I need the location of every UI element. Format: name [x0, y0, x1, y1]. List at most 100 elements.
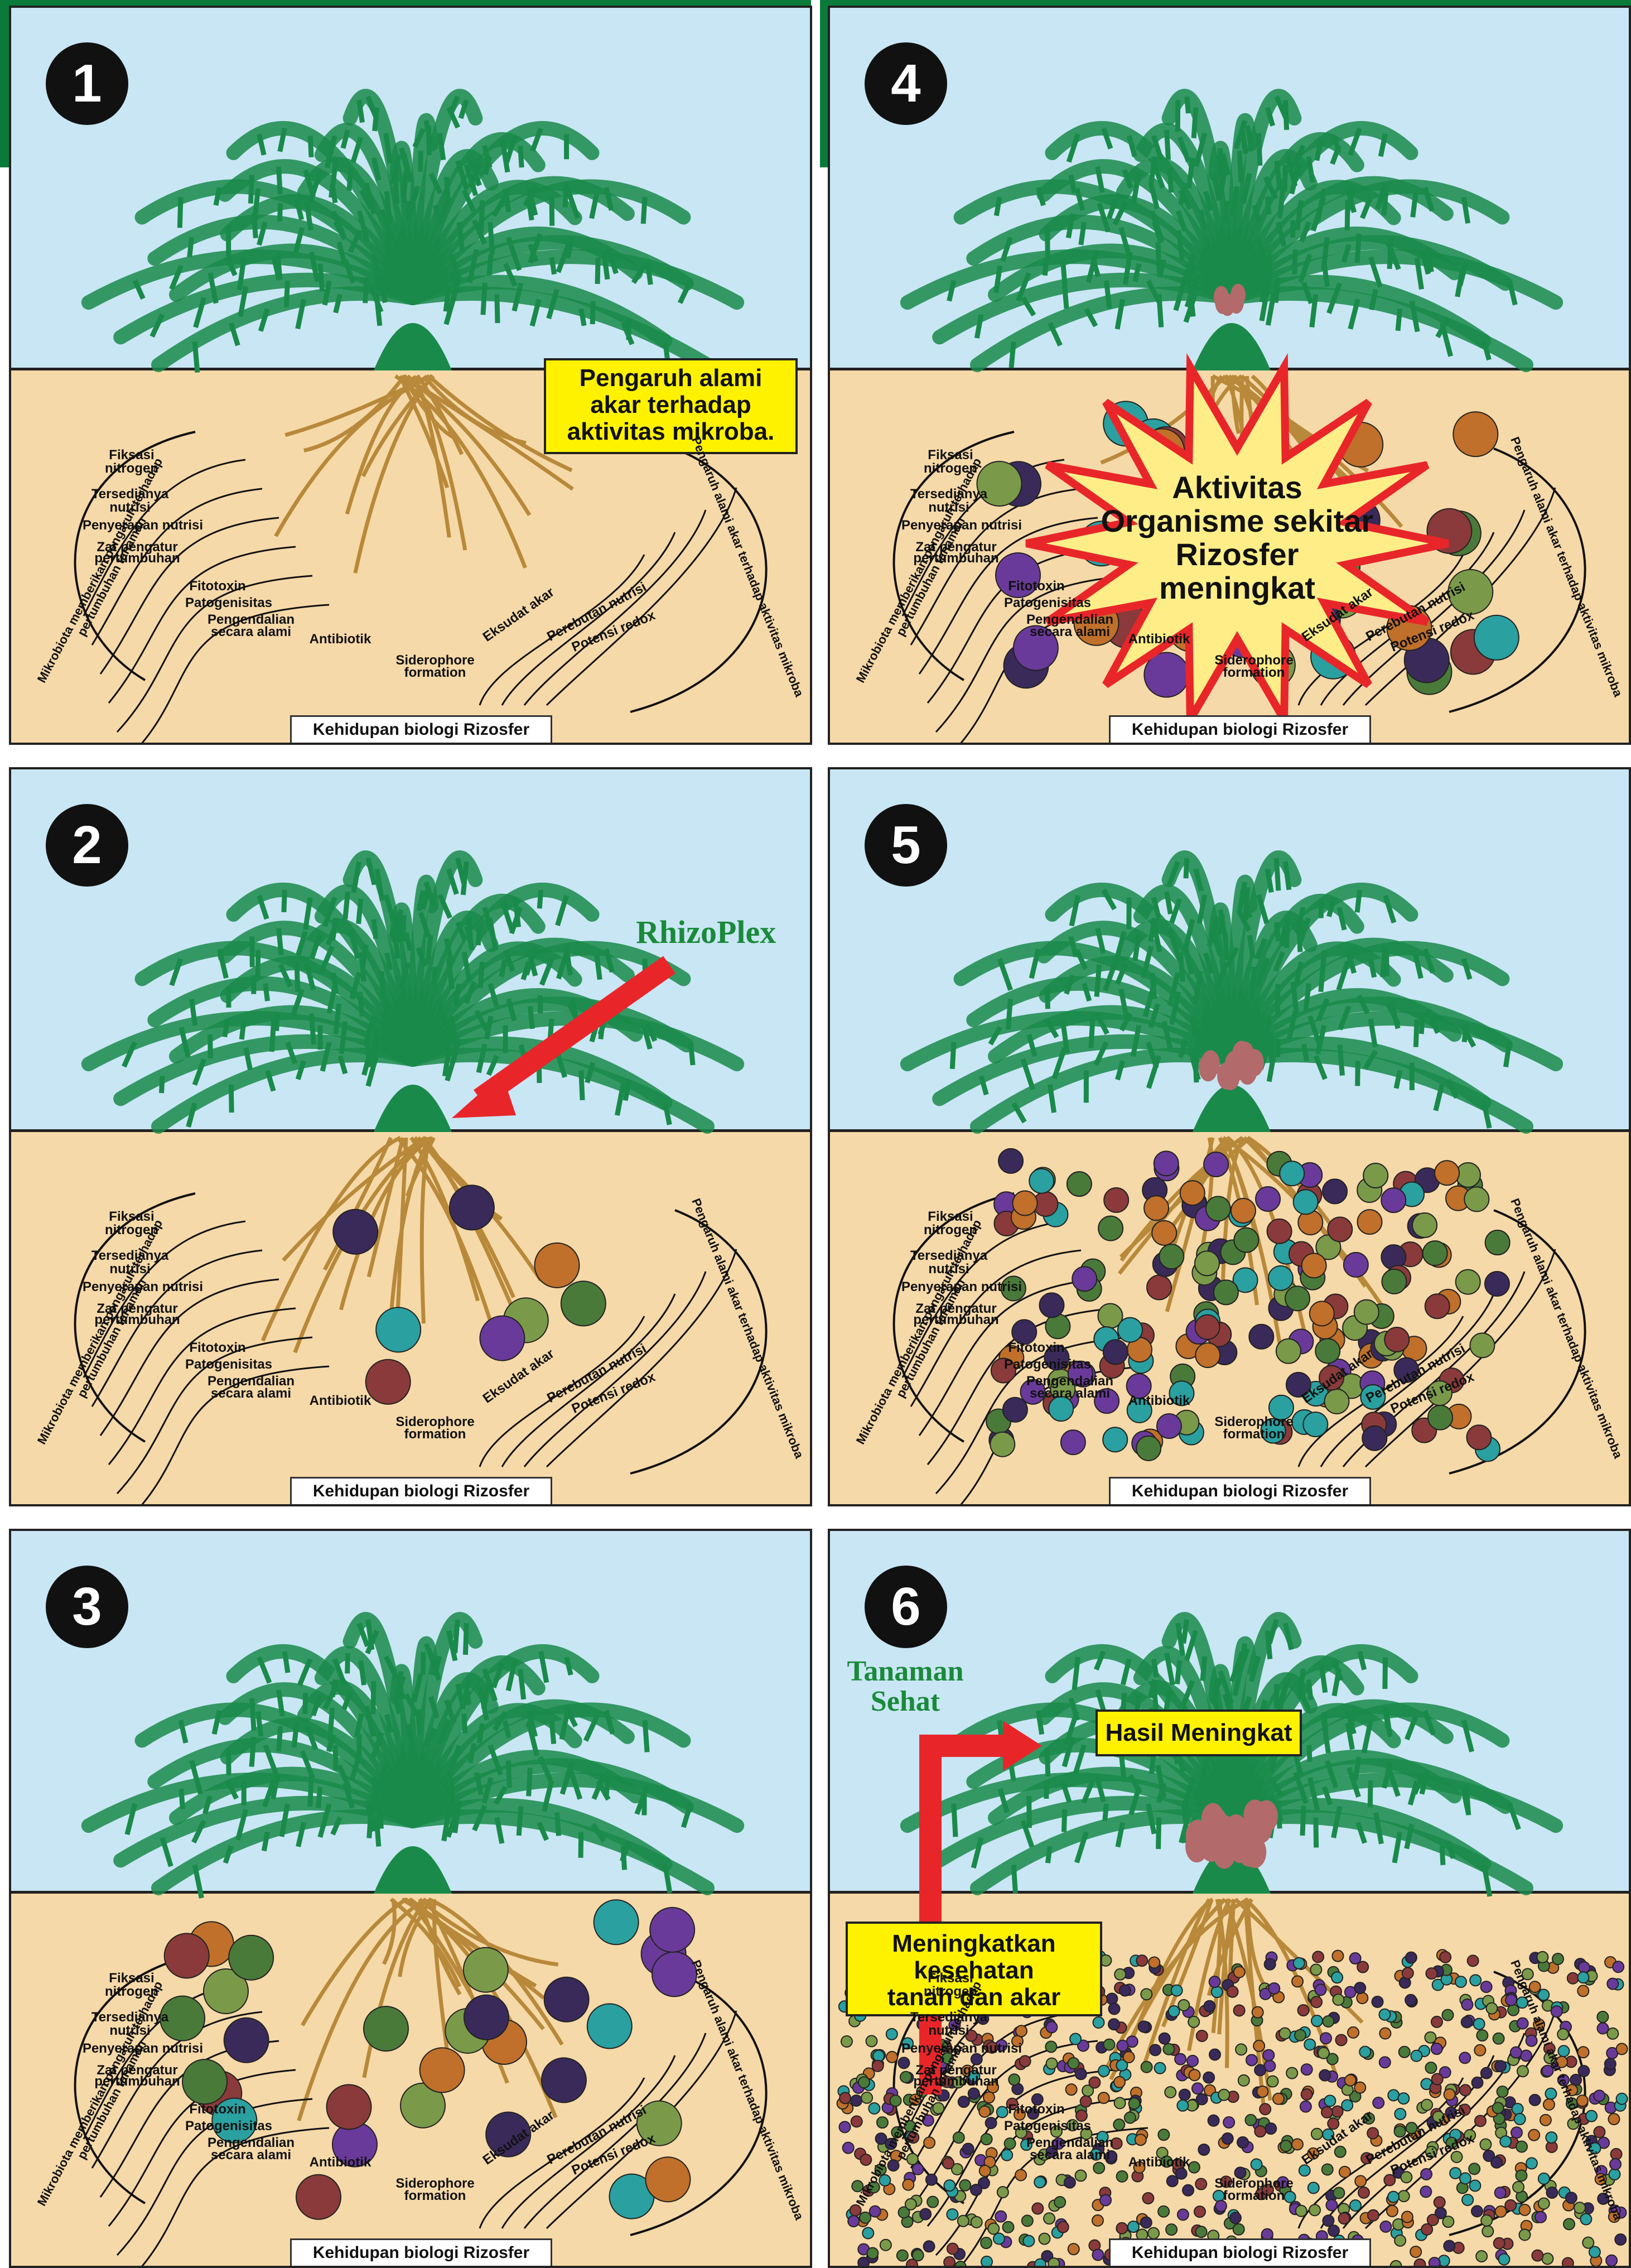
fruit: [1238, 1835, 1261, 1867]
microbe: [1472, 2077, 1483, 2088]
root: [304, 376, 404, 451]
microbe: [1039, 2233, 1050, 2245]
label-patogenisitas: Patogenisitas: [986, 2120, 1109, 2133]
microbe: [1456, 1270, 1480, 1294]
microbe: [1222, 2133, 1233, 2144]
fruit: [1199, 1054, 1218, 1081]
microbe: [1461, 1999, 1473, 2010]
microbe: [1486, 2003, 1497, 2014]
microbe: [1245, 2115, 1256, 2126]
microbe: [1511, 2127, 1522, 2138]
burst-line: Aktivitas: [1092, 471, 1382, 504]
step-number: 6: [865, 1566, 947, 1648]
microbe: [1495, 2187, 1506, 2198]
palm-leaflet: [539, 890, 541, 908]
microbe: [1092, 2249, 1103, 2260]
microbe: [1236, 2044, 1247, 2055]
palm-leaflet: [1416, 1019, 1417, 1047]
microbe: [971, 2184, 982, 2195]
palm-leaflet: [691, 1042, 693, 1065]
microbe: [971, 2217, 982, 2228]
microbe: [1273, 2093, 1284, 2105]
microbe: [1234, 1228, 1258, 1253]
palm-leaflet: [349, 168, 351, 191]
palm-trunk: [1193, 323, 1271, 370]
microbe: [1333, 1994, 1344, 2005]
microbe: [920, 2208, 931, 2219]
microbe: [1150, 2044, 1161, 2055]
microbe: [1171, 1985, 1183, 1996]
microbe: [905, 2199, 916, 2210]
microbe: [1344, 1253, 1368, 1277]
microbe: [912, 2164, 923, 2175]
microbe: [1136, 1955, 1147, 1966]
microbe: [1128, 2221, 1139, 2232]
microbe: [1387, 2206, 1398, 2217]
microbe: [333, 1210, 378, 1254]
microbe: [1594, 2090, 1605, 2101]
microbe: [1381, 1188, 1406, 1212]
palm-leaflet: [1166, 130, 1168, 160]
label-zat2: pertumbuhan: [895, 1313, 1017, 1327]
microbe: [1358, 2187, 1369, 2198]
microbe: [1513, 2182, 1524, 2193]
microbe: [1350, 2200, 1361, 2211]
microbe: [1421, 2169, 1432, 2180]
microbe: [1020, 2055, 1031, 2067]
microbe: [897, 2250, 908, 2261]
palm-leaflet: [399, 1678, 402, 1699]
microbe: [1562, 2257, 1574, 2268]
microbe: [843, 2142, 854, 2154]
microbe: [542, 2058, 586, 2102]
label-siderophore2: formation: [374, 666, 496, 680]
palm-leaflet: [954, 1804, 956, 1837]
label-antibiotik: Antibiotik: [1098, 2156, 1220, 2169]
microbe: [1455, 1976, 1466, 1987]
microbe: [1435, 1161, 1459, 1185]
microbe: [544, 1977, 589, 2022]
microbe: [1159, 2033, 1170, 2044]
palm-leaflet: [279, 928, 282, 955]
microbe: [1444, 2240, 1455, 2251]
microbe: [1195, 1251, 1219, 1275]
microbe: [926, 2174, 937, 2185]
microbe: [1336, 2034, 1347, 2045]
palm-leaflet: [374, 1778, 378, 1811]
microbe: [1493, 2102, 1504, 2113]
palm-leaflet: [463, 861, 466, 895]
step-number: 4: [865, 42, 947, 125]
microbe: [1198, 2144, 1209, 2155]
microbe: [1469, 2163, 1480, 2174]
microbe: [1180, 1181, 1205, 1205]
microbe: [1045, 2041, 1056, 2052]
microbe: [1301, 2064, 1312, 2075]
microbe: [841, 2036, 852, 2047]
microbe: [1493, 2033, 1504, 2044]
label-zat2: pertumbuhan: [76, 1313, 199, 1327]
microbe: [1388, 2192, 1399, 2203]
microbe: [1475, 2115, 1486, 2126]
microbe: [839, 2121, 851, 2132]
microbe: [1384, 1327, 1409, 1352]
label-zat2: pertumbuhan: [895, 2075, 1017, 2088]
microbe: [1068, 2243, 1079, 2255]
palm-leaflet: [1357, 890, 1360, 912]
rhizosphere-footer: Kehidupan biologi Rizosfer: [290, 715, 552, 744]
microbe: [1357, 1992, 1368, 2004]
microbe: [1315, 1984, 1326, 1995]
palm-leaflet: [1194, 108, 1196, 138]
microbe: [1302, 1253, 1326, 1278]
microbe: [1300, 2101, 1311, 2112]
microbe: [988, 2223, 999, 2235]
microbe: [1476, 2251, 1487, 2262]
palm-leaflet: [520, 1669, 524, 1699]
palm-leaflet: [272, 1019, 274, 1052]
microbe: [1450, 2168, 1461, 2179]
microbe: [1233, 2224, 1244, 2235]
label-patogenisitas: Patogenisitas: [986, 1358, 1109, 1371]
microbe: [1149, 1957, 1160, 1968]
palm-leaflet: [581, 1071, 582, 1100]
microbe: [1280, 1161, 1304, 1186]
label-antibiotik: Antibiotik: [1098, 1394, 1220, 1408]
